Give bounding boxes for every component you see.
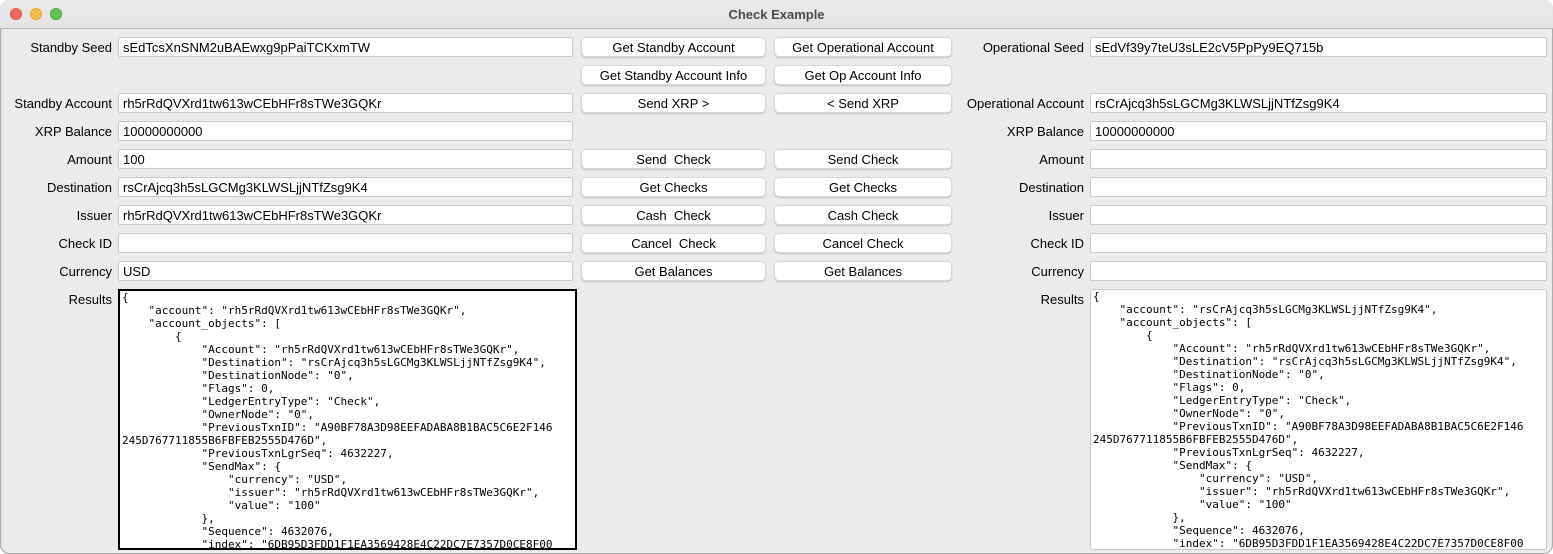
standby-check-id-input[interactable] [118,233,573,253]
standby-destination-label: Destination [46,179,112,195]
standby-results-row: Results { "account": "rh5rRdQVXrd1tw613w… [6,289,577,550]
standby-seed-input[interactable] [118,37,573,57]
get-standby-account-info-button[interactable]: Get Standby Account Info [581,65,766,85]
operational-seed-input[interactable] [1090,37,1547,57]
standby-account-input[interactable] [118,93,573,113]
close-button[interactable] [10,8,22,20]
standby-seed-row: Standby Seed [6,37,577,57]
operational-check-id-input[interactable] [1090,233,1547,253]
standby-currency-label: Currency [59,263,112,279]
standby-amount-label: Amount [67,151,112,167]
operational-account-row: Operational Account [946,93,1547,113]
standby-issuer-row: Issuer [6,205,577,225]
operational-destination-row: Destination [946,177,1547,197]
standby-amount-input[interactable] [118,149,573,169]
operational-currency-input[interactable] [1090,261,1547,281]
operational-get-balances-button[interactable]: Get Balances [774,261,952,281]
operational-currency-row: Currency [946,261,1547,281]
operational-account-label: Operational Account [966,95,1084,111]
operational-actions: Get Operational Account Get Op Account I… [774,37,952,289]
operational-amount-label: Amount [1039,151,1084,167]
operational-destination-label: Destination [1018,179,1084,195]
operational-currency-label: Currency [1031,263,1084,279]
operational-cancel-check-button[interactable]: Cancel Check [774,233,952,253]
operational-issuer-label: Issuer [1048,207,1084,223]
operational-account-input[interactable] [1090,93,1547,113]
titlebar: Check Example [0,0,1553,29]
get-operational-account-button[interactable]: Get Operational Account [774,37,952,57]
standby-issuer-label: Issuer [76,207,112,223]
standby-check-id-row: Check ID [6,233,577,253]
operational-results-label: Results [1040,292,1084,307]
traffic-lights [10,8,62,20]
operational-form: Operational Seed Operational Account XRP… [946,37,1547,550]
standby-balance-row: XRP Balance [6,121,577,141]
operational-amount-row: Amount [946,149,1547,169]
minimize-button[interactable] [30,8,42,20]
standby-destination-input[interactable] [118,177,573,197]
standby-account-label: Standby Account [14,95,112,111]
get-standby-account-button[interactable]: Get Standby Account [581,37,766,57]
operational-get-checks-button[interactable]: Get Checks [774,177,952,197]
main-content: Standby Seed Standby Account XRP Balance… [0,29,1553,554]
send-xrp-left-button[interactable]: < Send XRP [774,93,952,113]
operational-destination-input[interactable] [1090,177,1547,197]
standby-cancel-check-button[interactable]: Cancel Check [581,233,766,253]
standby-amount-row: Amount [6,149,577,169]
operational-send-check-button[interactable]: Send Check [774,149,952,169]
operational-seed-row: Operational Seed [946,37,1547,57]
standby-currency-row: Currency [6,261,577,281]
operational-issuer-row: Issuer [946,205,1547,225]
standby-xrp-balance-label: XRP Balance [34,123,112,139]
operational-xrp-balance-label: XRP Balance [1006,123,1084,139]
standby-check-id-label: Check ID [58,235,112,251]
operational-amount-input[interactable] [1090,149,1547,169]
standby-seed-label: Standby Seed [30,39,112,55]
operational-results-row: Results { "account": "rsCrAjcq3h5sLGCMg3… [946,289,1547,550]
standby-form: Standby Seed Standby Account XRP Balance… [6,37,577,550]
standby-send-check-button[interactable]: Send Check [581,149,766,169]
standby-results-textarea[interactable]: { "account": "rh5rRdQVXrd1tw613wCEbHFr8s… [118,289,577,550]
zoom-button[interactable] [50,8,62,20]
get-op-account-info-button[interactable]: Get Op Account Info [774,65,952,85]
operational-seed-label: Operational Seed [982,39,1084,55]
standby-cash-check-button[interactable]: Cash Check [581,205,766,225]
operational-results-textarea[interactable]: { "account": "rsCrAjcq3h5sLGCMg3KLWSLjjN… [1090,289,1547,550]
standby-get-checks-button[interactable]: Get Checks [581,177,766,197]
operational-check-id-row: Check ID [946,233,1547,253]
standby-account-row: Standby Account [6,93,577,113]
standby-get-balances-button[interactable]: Get Balances [581,261,766,281]
window-title: Check Example [728,6,825,22]
standby-xrp-balance-input[interactable] [118,121,573,141]
operational-check-id-label: Check ID [1030,235,1084,251]
standby-results-label: Results [68,292,112,307]
standby-issuer-input[interactable] [118,205,573,225]
standby-destination-row: Destination [6,177,577,197]
operational-xrp-balance-input[interactable] [1090,121,1547,141]
operational-cash-check-button[interactable]: Cash Check [774,205,952,225]
standby-actions: Get Standby Account Get Standby Account … [581,37,766,289]
operational-issuer-input[interactable] [1090,205,1547,225]
standby-currency-input[interactable] [118,261,573,281]
operational-balance-row: XRP Balance [946,121,1547,141]
send-xrp-right-button[interactable]: Send XRP > [581,93,766,113]
